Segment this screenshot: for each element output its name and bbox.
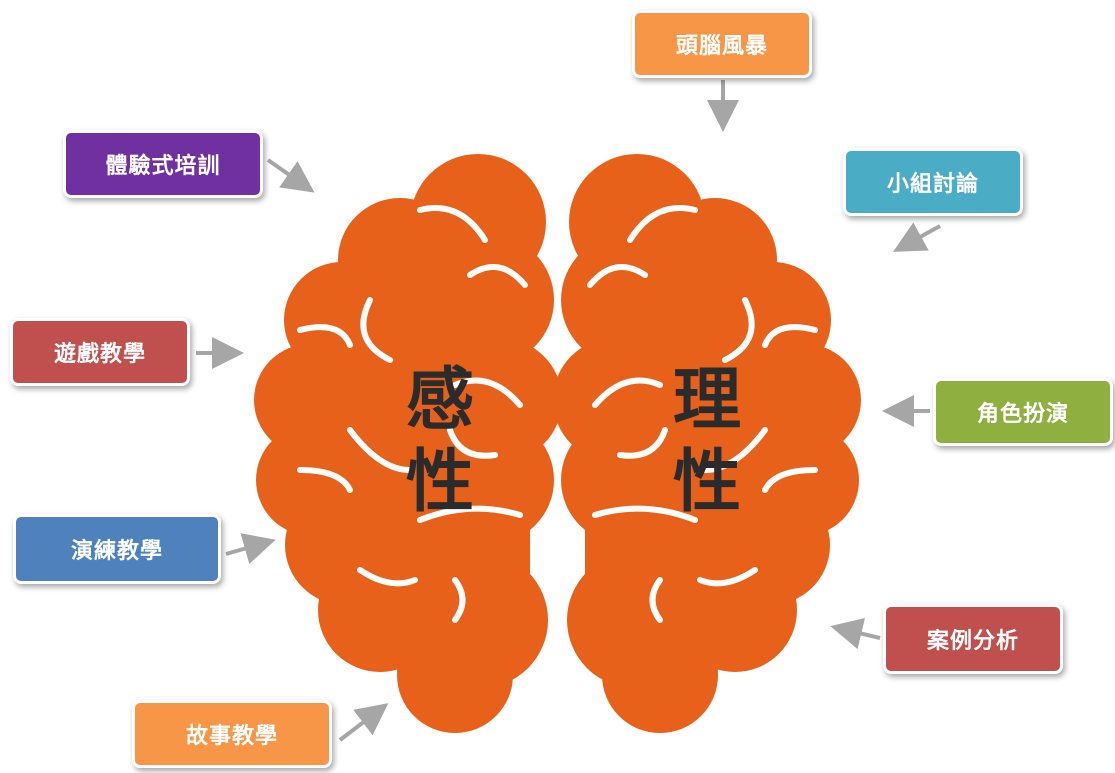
- left-hemisphere-folds: [297, 205, 528, 623]
- left-hemisphere: [254, 154, 562, 733]
- right-label-char-2: 性: [672, 443, 741, 522]
- method-box-drill-teaching: 演練教學: [13, 514, 221, 584]
- arrow-experiential: [266, 158, 315, 193]
- arrow-group-discussion: [892, 222, 941, 252]
- arrow-case-analysis: [830, 617, 881, 650]
- left-label-char-2: 性: [405, 443, 474, 522]
- right-label-char-1: 理: [672, 361, 741, 440]
- right-hemisphere-folds: [587, 205, 818, 623]
- right-hemisphere-label: 理 性: [662, 360, 752, 524]
- method-box-game-teaching: 遊戲教學: [10, 318, 190, 386]
- connector-arrows: [196, 80, 941, 742]
- method-box-role-play: 角色扮演: [933, 378, 1113, 446]
- right-hemisphere: [553, 154, 861, 733]
- arrow-story-teaching: [338, 703, 389, 742]
- method-box-case-analysis: 案例分析: [883, 604, 1063, 674]
- left-label-char-1: 感: [405, 361, 474, 440]
- method-box-story-teaching: 故事教學: [132, 700, 332, 768]
- method-box-group-discussion: 小組討論: [843, 148, 1023, 216]
- arrow-drill-teaching: [225, 533, 276, 564]
- method-box-experiential: 體驗式培訓: [63, 130, 263, 198]
- method-box-brainstorm: 頭腦風暴: [632, 10, 812, 78]
- left-hemisphere-label: 感 性: [395, 360, 485, 524]
